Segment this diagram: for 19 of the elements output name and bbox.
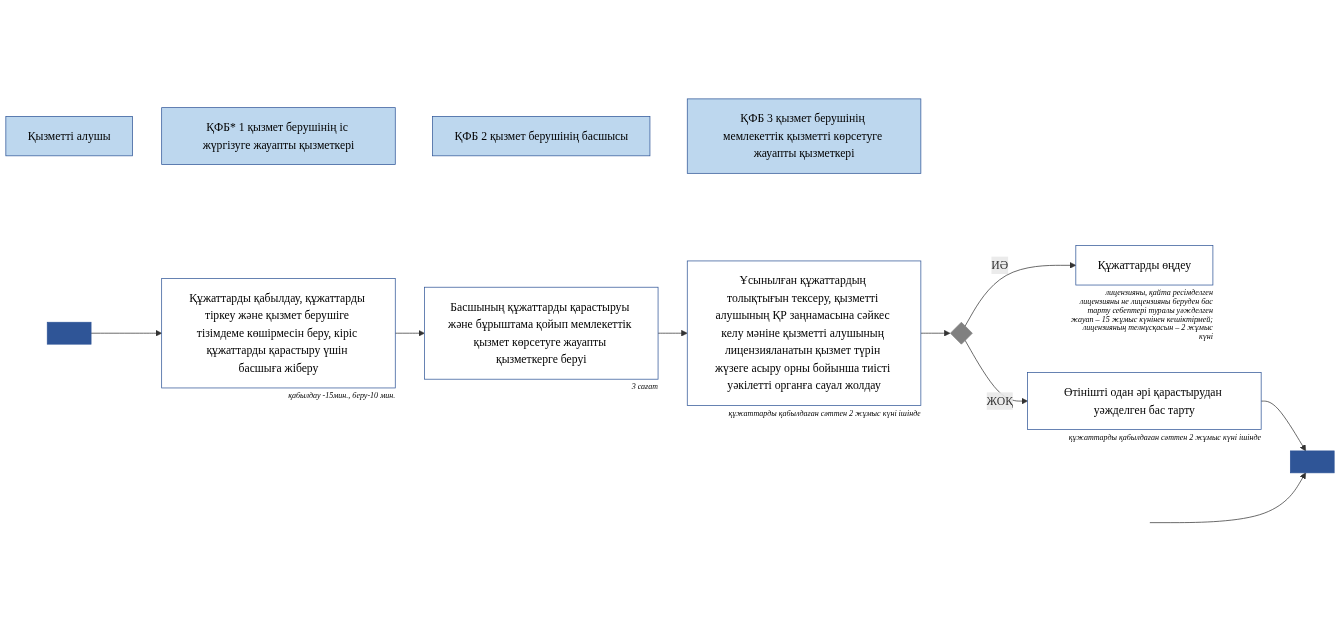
- node-box: [686, 260, 922, 406]
- duration-note: қабылдау -15мин., беру-10 мин.: [288, 390, 396, 400]
- node-box: [161, 278, 396, 389]
- node-box: [1027, 372, 1262, 430]
- node-box: [1290, 450, 1335, 474]
- edge-label: ИӘ: [991, 258, 1009, 272]
- duration-note: құжаттарды қабылдаған сәттен 2 жұмыс күні ішінде: [728, 408, 921, 418]
- duration-note: 3 сағат: [631, 382, 659, 391]
- node-box: [432, 116, 651, 157]
- node-box: [1075, 245, 1214, 286]
- node-box: [5, 116, 133, 157]
- node-diamond: [950, 321, 973, 345]
- node-box: [424, 286, 659, 380]
- node-box: [161, 107, 396, 165]
- node-box: [686, 98, 922, 174]
- duration-note: құжаттарды қабылдаған сәттен 2 жұмыс күні ішінде: [1068, 432, 1262, 442]
- edge-label: ЖОҚ: [986, 394, 1013, 407]
- node-box: [46, 321, 92, 345]
- duration-note: лицензияны, қайта ресімделген лицензияны не лицензияны беруден бас тарту себептері туралы уәжделген жауап – 15 жұмыс күнінен кешіктірмей; лицензияның телнұсқасын – 2 жұмыс күні: [1069, 287, 1213, 341]
